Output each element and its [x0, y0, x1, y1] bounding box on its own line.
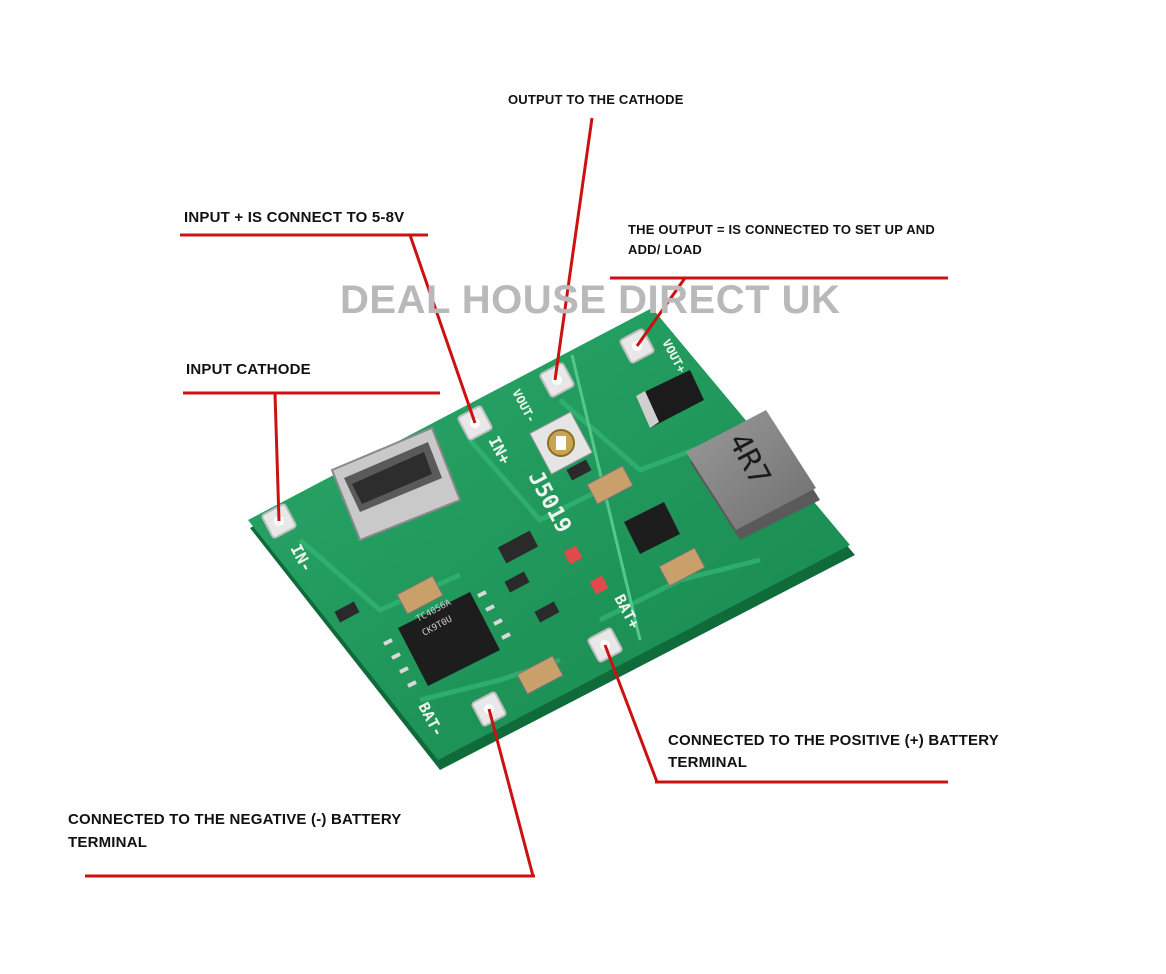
- leader-input-plus: [408, 234, 477, 424]
- micro-usb-connector: [330, 426, 462, 542]
- label-output-eq-line1: THE OUTPUT = IS CONNECTED TO SET UP AND: [628, 222, 935, 237]
- leader-negative: [487, 708, 535, 877]
- potentiometer: [529, 411, 593, 475]
- charger-ic: [383, 590, 511, 688]
- label-positive-line2: TERMINAL: [668, 754, 748, 771]
- leader-output-eq: [635, 277, 687, 347]
- label-input-plus: INPUT + IS CONNECT TO 5-8V: [184, 209, 405, 226]
- label-input-cathode: INPUT CATHODE: [186, 361, 311, 378]
- inductor-4r7: [686, 410, 820, 540]
- label-output-cathode: OUTPUT TO THE CATHODE: [508, 92, 684, 107]
- pcb-board: [248, 308, 850, 760]
- leader-input-cathode: [273, 392, 281, 522]
- schottky-diode: [636, 370, 704, 428]
- watermark: DEAL HOUSE DIRECT UK: [340, 278, 841, 322]
- label-output-eq-line2: ADD/ LOAD: [628, 242, 703, 257]
- leader-lines: [85, 117, 948, 878]
- boost-ic: [624, 502, 680, 554]
- leader-positive: [603, 644, 659, 783]
- label-positive-line1: CONNECTED TO THE POSITIVE (+) BATTERY: [668, 732, 999, 749]
- label-negative-line2: TERMINAL: [68, 834, 148, 851]
- smd-components: [334, 459, 706, 695]
- label-negative-line1: CONNECTED TO THE NEGATIVE (-) BATTERY: [68, 811, 402, 828]
- leader-output-cathode: [553, 117, 594, 381]
